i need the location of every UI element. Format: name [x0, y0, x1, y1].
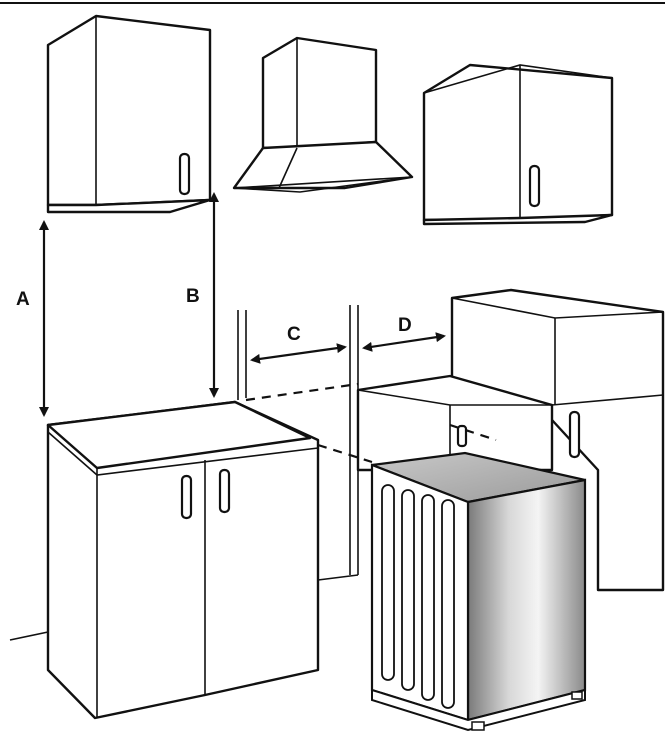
dimension-arrow-d: [362, 332, 446, 352]
dimension-arrow-c: [250, 343, 347, 364]
label-d: D: [398, 315, 412, 336]
cooker-hood: [232, 36, 414, 193]
wall-cabinet-left: [46, 14, 212, 214]
cabinet-handle: [180, 474, 193, 520]
appliance-cabinet: [370, 451, 587, 732]
cabinet-handle: [218, 468, 231, 514]
base-cabinet-middle: [356, 374, 554, 472]
base-cabinet-left: [46, 400, 320, 720]
dashed-outline: [245, 382, 359, 402]
cooling-fin: [421, 494, 435, 701]
cabinet-handle: [528, 164, 541, 208]
cabinet-handle: [178, 152, 191, 196]
cooling-fin: [381, 484, 395, 681]
cooling-fin: [441, 499, 455, 709]
label-a: A: [16, 289, 30, 310]
label-c: C: [287, 324, 301, 345]
wall-cabinet-right: [422, 63, 614, 226]
cabinet-handle: [456, 424, 468, 448]
cooling-fin: [401, 489, 415, 691]
label-b: B: [186, 286, 200, 307]
cabinet-handle: [568, 410, 581, 459]
dashed-outline: [449, 423, 497, 442]
floor-line: [9, 631, 49, 641]
